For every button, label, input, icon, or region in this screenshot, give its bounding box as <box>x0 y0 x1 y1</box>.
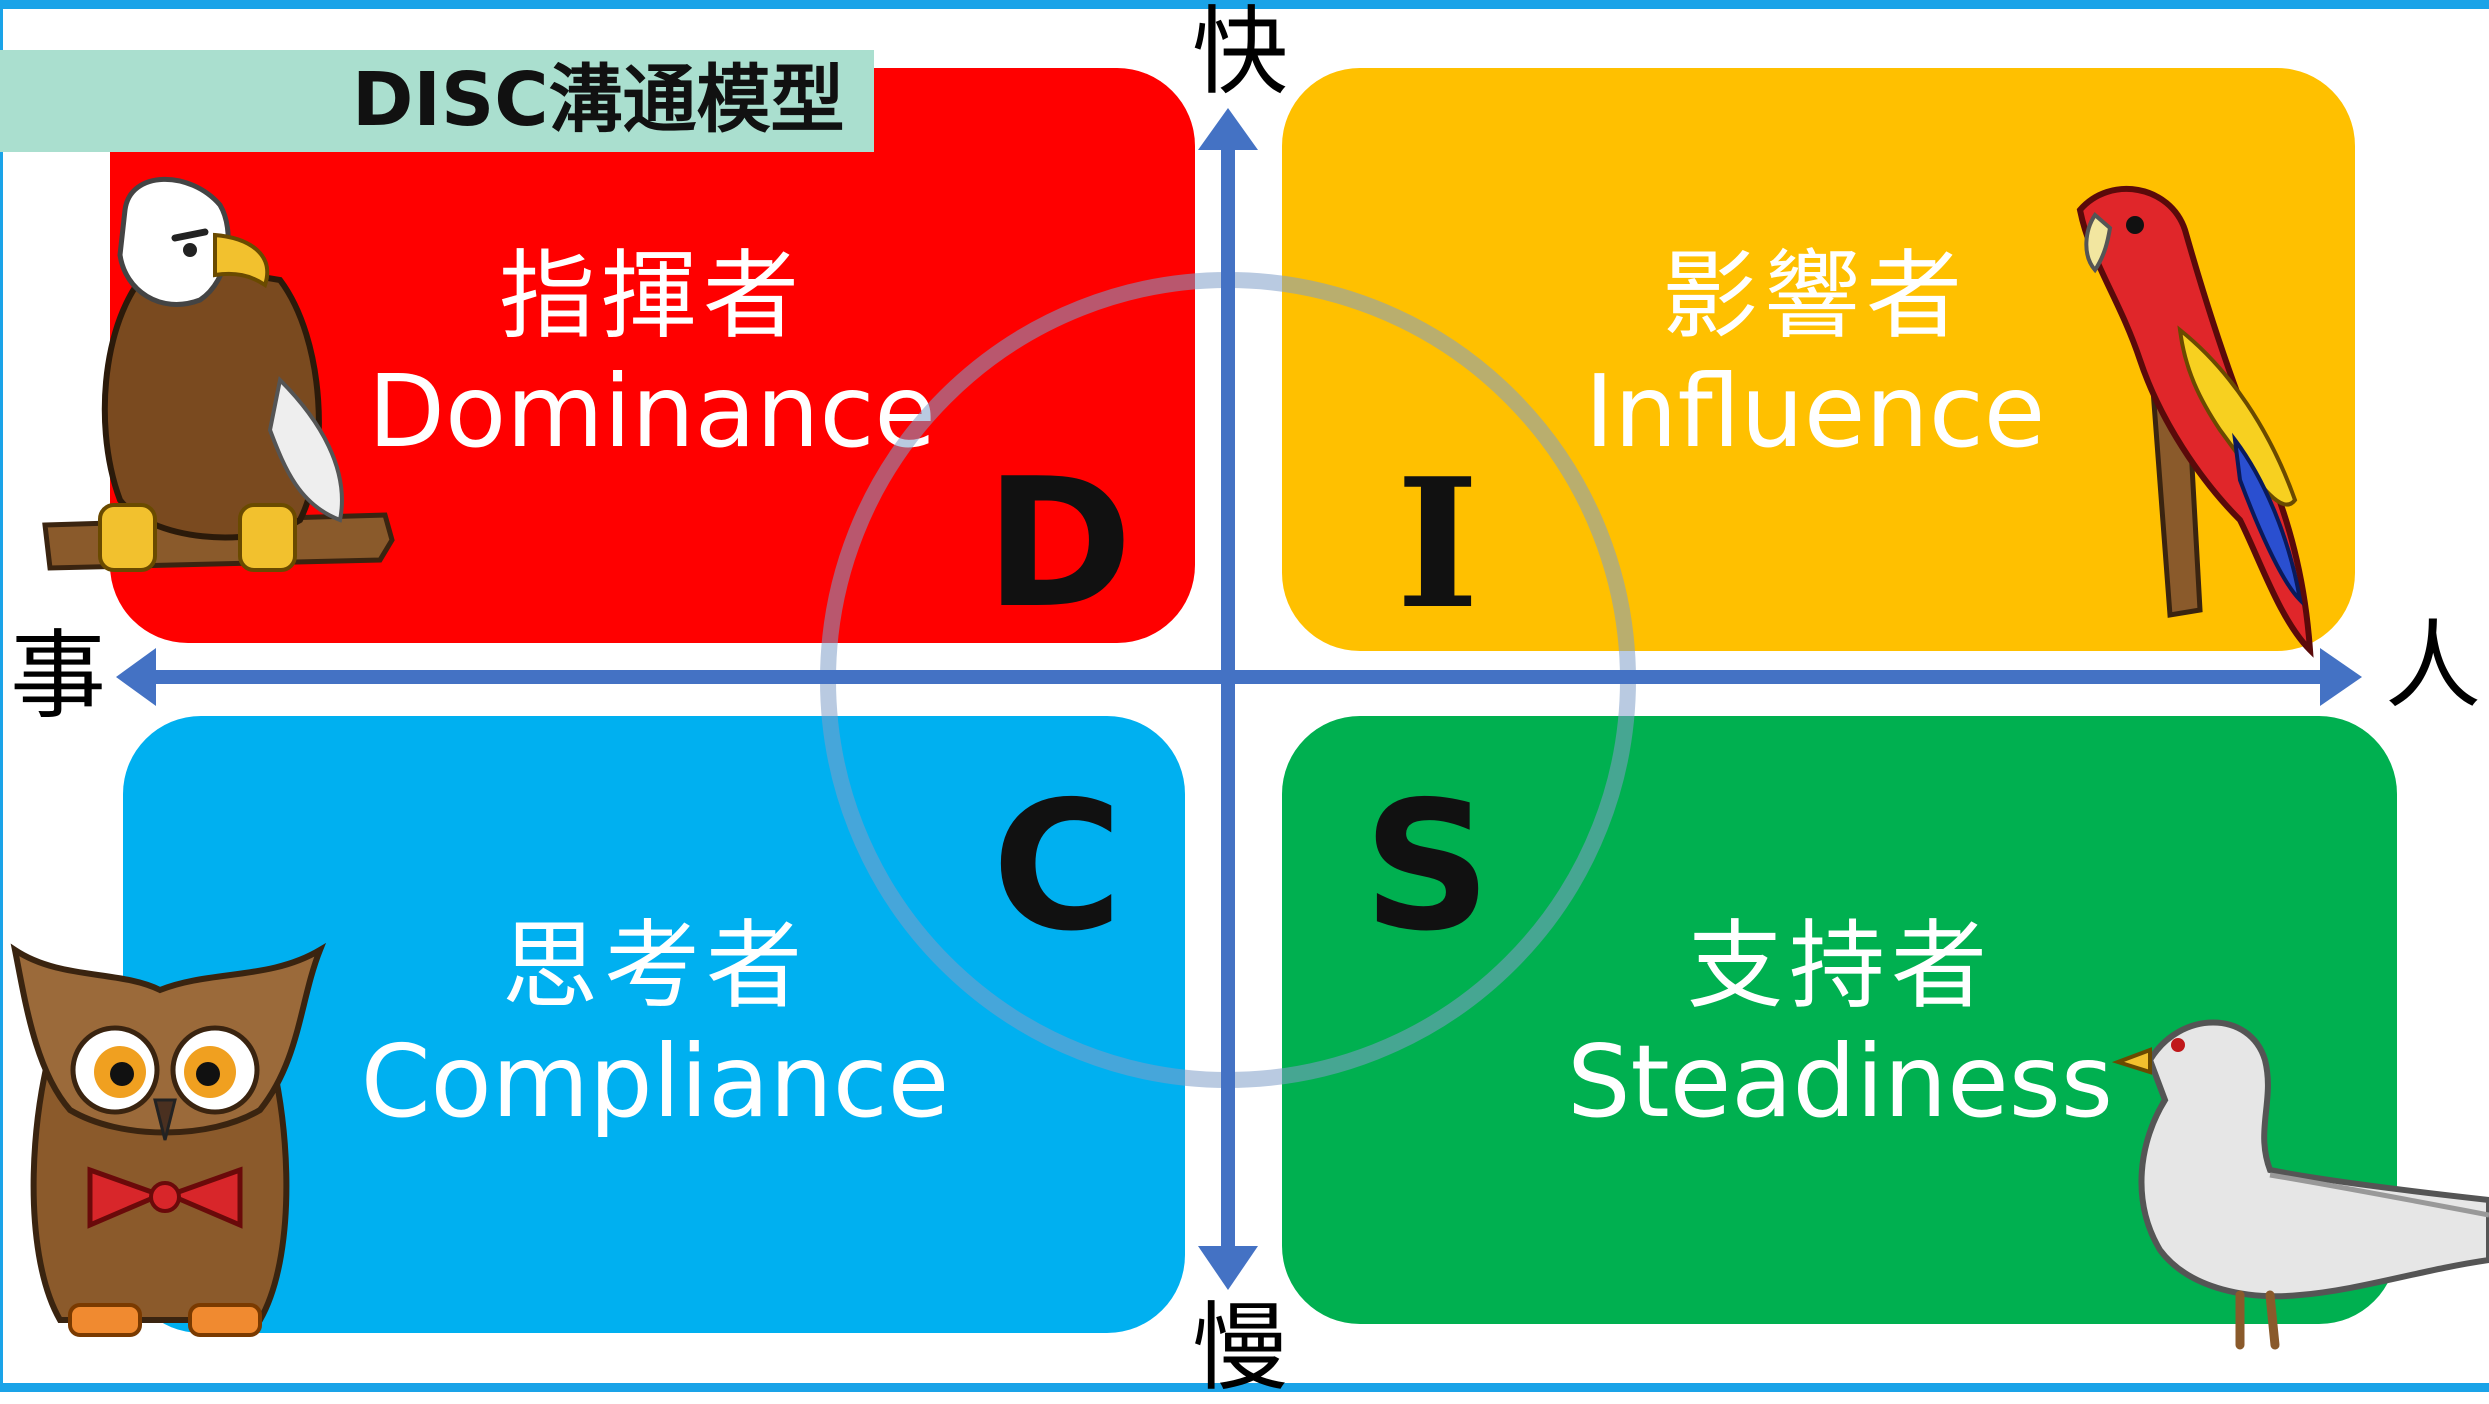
influence-zh: 影響者 <box>1662 240 1968 352</box>
influence-label: 影響者 Influence <box>1515 240 2115 471</box>
compliance-en: Compliance <box>360 1023 950 1141</box>
bottom-border-line <box>0 1383 2489 1392</box>
compliance-zh: 思考者 <box>502 910 808 1022</box>
dominance-zh: 指揮者 <box>499 240 805 352</box>
compliance-label: 思考者 Compliance <box>355 910 955 1141</box>
axis-label-slow: 慢 <box>1192 1292 1288 1404</box>
page-title: DISC溝通模型 <box>352 57 845 143</box>
letter-d: D <box>985 440 1133 647</box>
axis-label-task: 事 <box>10 620 106 732</box>
vertical-axis-arrow <box>1198 108 1258 1290</box>
axis-label-fast: 快 <box>1192 0 1288 108</box>
dominance-en: Dominance <box>368 353 936 471</box>
title-banner <box>0 50 874 152</box>
dominance-label: 指揮者 Dominance <box>352 240 952 471</box>
axis-label-people: 人 <box>2385 610 2481 722</box>
top-border-line <box>0 0 2489 9</box>
steadiness-label: 支持者 Steadiness <box>1540 910 2140 1141</box>
dove-icon <box>2111 1019 2489 1350</box>
left-border-line <box>0 0 3 1392</box>
steadiness-en: Steadiness <box>1567 1023 2113 1141</box>
horizontal-axis-arrow <box>116 648 2362 706</box>
letter-c: C <box>992 763 1123 970</box>
parrot-icon <box>2076 186 2314 658</box>
influence-en: Influence <box>1584 353 2046 471</box>
letter-i: I <box>1396 439 1480 648</box>
steadiness-zh: 支持者 <box>1687 910 1993 1022</box>
letter-s: S <box>1363 763 1492 970</box>
owl-icon <box>10 942 327 1337</box>
eagle-icon <box>42 176 395 572</box>
